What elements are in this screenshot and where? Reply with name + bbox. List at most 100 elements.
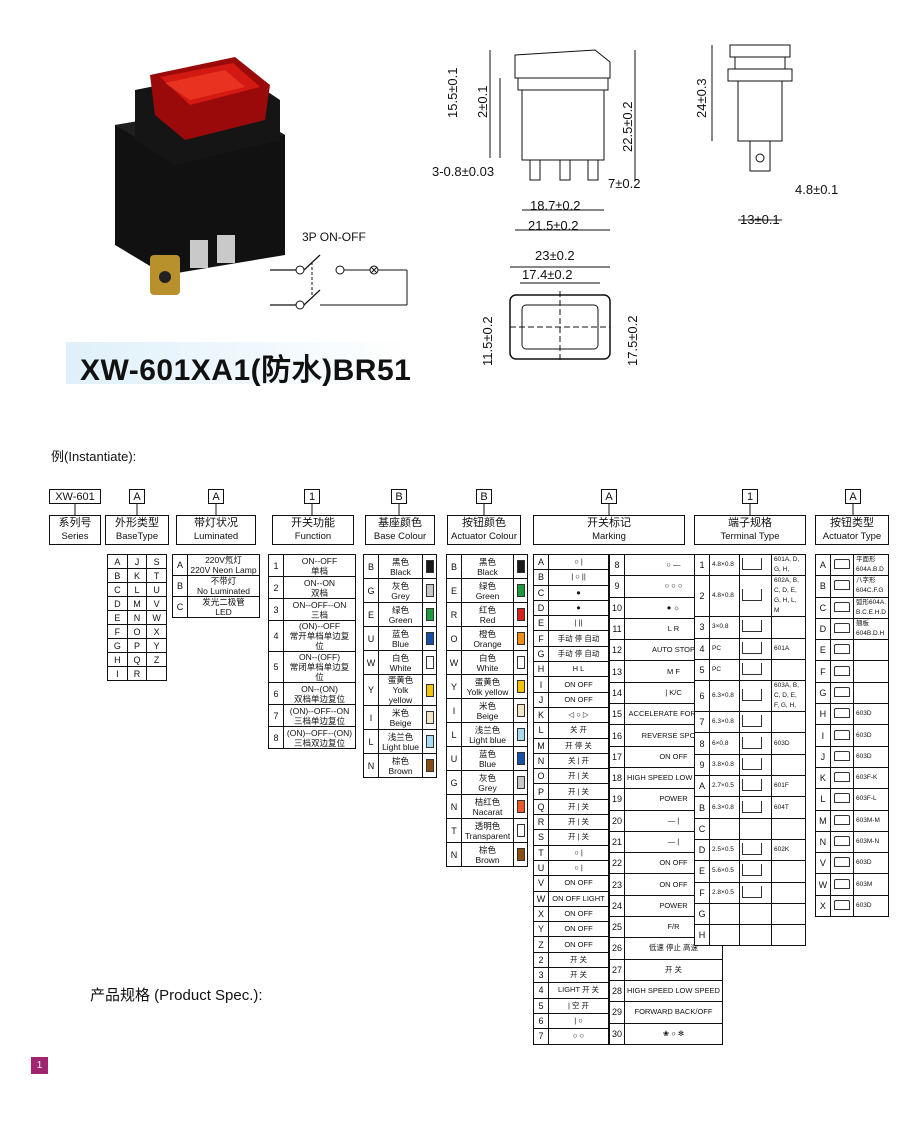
function-mode: ON--OFF <box>301 555 338 566</box>
colour-swatch <box>516 608 525 621</box>
option-key: 29 <box>608 1001 626 1024</box>
terminal-model: 602A, B, C, D, E, G, H, L, M <box>771 575 806 618</box>
option-key: 5 <box>694 658 710 682</box>
option-key: 3 <box>268 598 284 621</box>
option-key: 9 <box>694 753 710 777</box>
terminal-drawing-cell <box>739 860 772 883</box>
basetype-cell: V <box>146 596 167 611</box>
colour-cn: 桔红色 <box>474 796 501 807</box>
marking-symbol: 开 | 关 <box>548 798 609 816</box>
option-key: 23 <box>608 873 626 896</box>
terminal-model <box>771 924 806 947</box>
terminal-drawing-cell <box>739 680 772 713</box>
circuit-diagram <box>270 254 408 310</box>
basetype-cell: Y <box>146 638 167 653</box>
option-key: N <box>446 794 462 819</box>
option-key: W <box>533 890 549 907</box>
marking-symbol: 手动 停 自动 <box>548 645 609 663</box>
marking-symbol: 开 | 关 <box>548 814 609 831</box>
terminal-model: 601A, D, G, H, <box>771 553 806 577</box>
option-en: No Luminated <box>197 586 250 596</box>
actuator-drawing-cell <box>829 852 855 875</box>
function-desc: 三档单边复位 <box>293 715 345 726</box>
option-key: D <box>694 838 710 862</box>
colour-swatch <box>425 683 434 697</box>
option-key: 2 <box>533 951 549 969</box>
option-key: Y <box>363 674 379 706</box>
actuator-model <box>853 681 889 705</box>
actuator-drawing <box>833 729 850 740</box>
terminal-model <box>771 658 806 682</box>
table-row: F <box>815 660 889 683</box>
option-value: ON--(OFF)常闭单档单边复位 <box>283 651 356 683</box>
colour-cn: 透明色 <box>474 820 501 831</box>
colour-en: Yolk yellow <box>388 685 413 705</box>
actuator-drawing <box>833 708 850 719</box>
option-key: V <box>815 852 831 875</box>
terminal-drawing-cell <box>739 902 772 926</box>
marking-symbol: ❀ ○ ✻ <box>624 1022 723 1045</box>
terminal-size: 2.5×0.5 <box>709 838 740 862</box>
option-key: H <box>533 661 549 678</box>
terminal-model <box>771 902 806 926</box>
option-key: O <box>446 626 462 651</box>
table-row: 30❀ ○ ✻ <box>608 1022 723 1045</box>
option-key: P <box>533 783 549 800</box>
option-key: D <box>815 617 831 641</box>
option-key: 10 <box>608 596 626 619</box>
colour-cn: 白色 <box>478 652 496 663</box>
basetype-cell: G <box>107 638 128 653</box>
colour-swatch <box>516 776 525 789</box>
dim-7: 7±0.2 <box>608 176 641 191</box>
option-key: D <box>533 599 549 617</box>
option-key: 14 <box>608 681 626 705</box>
actuator-drawing-cell <box>829 745 855 768</box>
option-key: C <box>694 817 710 840</box>
dim-2: 2±0.1 <box>475 85 490 118</box>
dim-24: 24±0.3 <box>694 78 709 118</box>
terminal-size: 6×0.8 <box>709 732 740 755</box>
colour-en: Beige <box>476 710 499 721</box>
colour-cn: 绿色 <box>391 604 409 615</box>
basetype-cell: N <box>126 610 148 625</box>
basetype-cell: K <box>126 568 148 583</box>
option-key: I <box>446 698 462 723</box>
actuator-model: 603D <box>853 852 889 875</box>
option-key: 30 <box>608 1022 626 1045</box>
colour-swatch <box>516 752 525 765</box>
option-key: A <box>533 553 549 571</box>
terminal-drawing <box>742 715 762 728</box>
marking-symbol: LIGHT 开 关 <box>548 982 609 999</box>
actuator-drawing-cell <box>829 617 855 641</box>
option-key: B <box>533 569 549 586</box>
option-key: E <box>446 578 462 603</box>
option-key: 7 <box>533 1028 549 1045</box>
option-key: H <box>815 703 831 726</box>
colour-en: Black <box>477 566 498 577</box>
basetype-cell: W <box>146 610 167 625</box>
terminal-drawing <box>742 779 762 792</box>
option-key: A <box>172 554 188 576</box>
option-key: 8 <box>694 732 710 755</box>
terminal-drawing-cell <box>739 796 772 819</box>
option-key: U <box>533 859 549 877</box>
